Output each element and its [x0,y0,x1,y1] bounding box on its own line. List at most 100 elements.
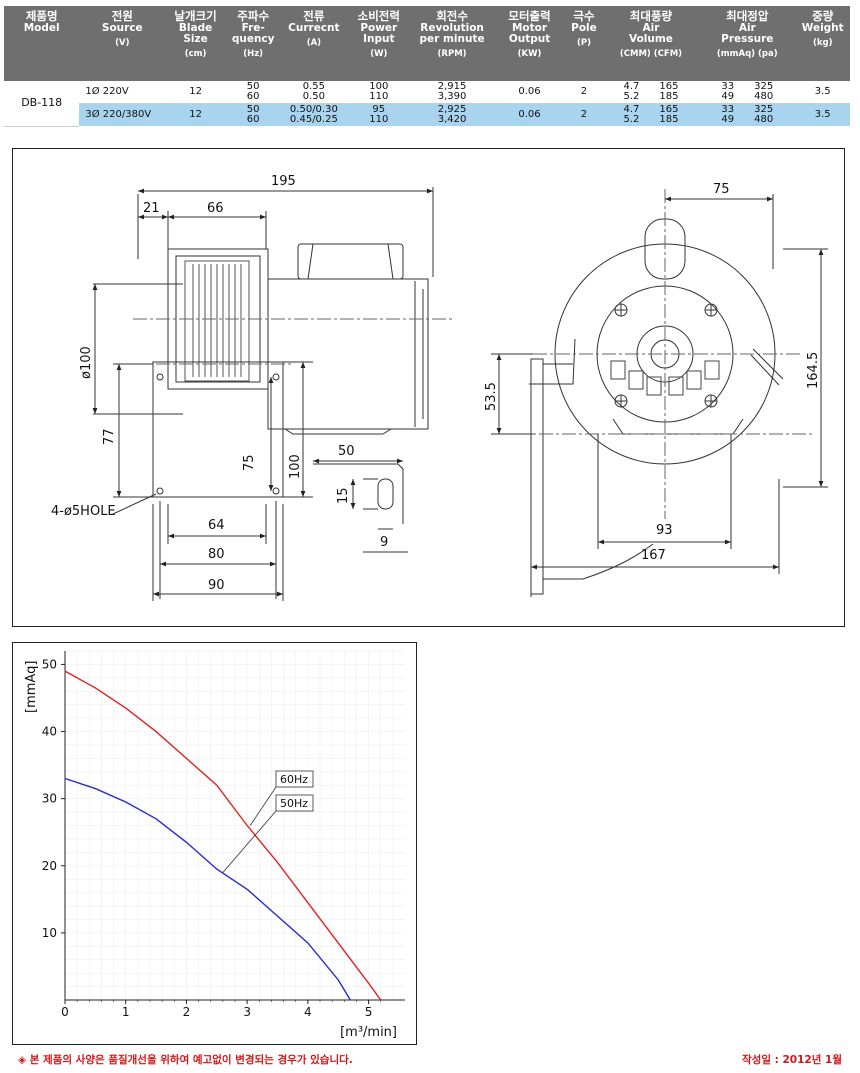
spec-cell-line: 49 480 [721,114,774,125]
spec-cell-line: 3,390 [437,91,467,102]
flange-plate [152,361,284,498]
dim-64: 64 [208,518,225,533]
spec-cell: 12 [165,81,226,104]
spec-cell-line: 60 [246,91,260,102]
legend-box [275,794,314,812]
spec-cell: 2 [565,103,603,126]
spec-header-unit: (mmAq) (pa) [716,49,778,59]
spec-cell: 1Ø 220V [79,81,166,104]
spec-cell-line: 33 325 [721,104,774,115]
dim-15: 15 [336,487,351,504]
legend-label: 60Hz [280,773,308,786]
drawing-svg: 195 21 66 ø100 77 75 100 50 15 9 64 80 9… [51,174,828,601]
spec-header-ko: 제품명 [25,9,58,23]
spec-cell-line: 0.45/0.25 [289,114,338,125]
spec-cell-line: 95 [372,104,386,115]
spec-header-unit: (Hz) [243,49,264,59]
spec-header-en: Revolution [420,22,484,34]
dim-167: 167 [641,548,666,563]
legend-label: 50Hz [280,797,308,810]
spec-header-unit: (P) [576,38,591,48]
dim-75-top: 75 [713,182,730,197]
spec-header-en: Air [738,22,756,34]
outlet-flange [530,358,544,595]
spec-cell: 12 [165,103,226,126]
spec-cell-line: 4.7 165 [623,104,679,115]
x-axis-label: [m³/min] [340,1025,397,1040]
legend-leader [249,786,277,826]
spec-header-unit: (kg) [812,38,833,48]
spec-header-ko: 전원 [111,9,133,23]
y-tick-label: 10 [42,926,57,940]
spec-header-ko: 최대풍량 [629,9,673,23]
x-tick-label: 3 [243,1005,251,1019]
dim-164-5: 164.5 [806,352,821,389]
dim-90: 90 [208,578,225,593]
spec-header-ko: 모터출력 [508,9,551,23]
spec-cell-line: 110 [369,91,389,102]
spec-cell-line: 0.55 [302,81,325,92]
dim-9: 9 [380,535,388,550]
spec-cell-line: 2,915 [437,81,467,92]
spec-cell: 2 [565,81,603,104]
series-line-60Hz [64,670,382,1001]
spec-header-ko: 극수 [573,9,595,23]
spec-header-unit: (KW) [517,49,542,59]
spec-cell: 3Ø 220/380V [79,103,166,126]
spec-header-en: Power [360,22,398,34]
spec-cell-line: 0.50/0.30 [289,104,338,115]
dim-80: 80 [208,547,225,562]
spec-header-en2: Size [183,33,208,45]
spec-header-en: Pole [571,22,597,34]
dim-75v: 75 [242,454,257,471]
spec-header-en: Model [23,22,60,34]
spec-header-en: Blade [178,22,213,34]
spec-header-unit: (CMM) (CFM) [619,49,683,59]
spec-header-ko: 날개크기 [174,9,217,23]
dim-93: 93 [656,523,673,538]
spec-header-en2: Output [508,33,551,45]
spec-header-en2: per minute [419,33,485,45]
legend-box [275,770,314,788]
y-tick-label: 20 [42,859,57,873]
x-tick-label: 4 [304,1005,312,1019]
spec-cell-line: 2,925 [437,104,467,115]
x-tick-label: 5 [365,1005,373,1019]
spec-cell: 0.06 [493,103,566,126]
spec-cell-line: 5.2 185 [623,91,679,102]
x-tick-label: 0 [61,1005,69,1019]
spec-header-unit: (W) [370,49,388,59]
series-line-50Hz [64,777,351,1001]
spec-cell: 0.06 [493,81,566,104]
spec-header-en: Motor [511,22,548,34]
footer-note: ◈ 본 제품의 사양은 품질개선을 위하여 예고없이 변경되는 경우가 있습니다… [18,1054,353,1066]
dim-66: 66 [207,201,224,216]
x-tick-label: 2 [183,1005,191,1019]
spec-header-unit: (RPM) [437,49,467,59]
spec-header-ko: 회전수 [436,9,468,23]
hole-label: 4-ø5HOLE [51,504,116,519]
